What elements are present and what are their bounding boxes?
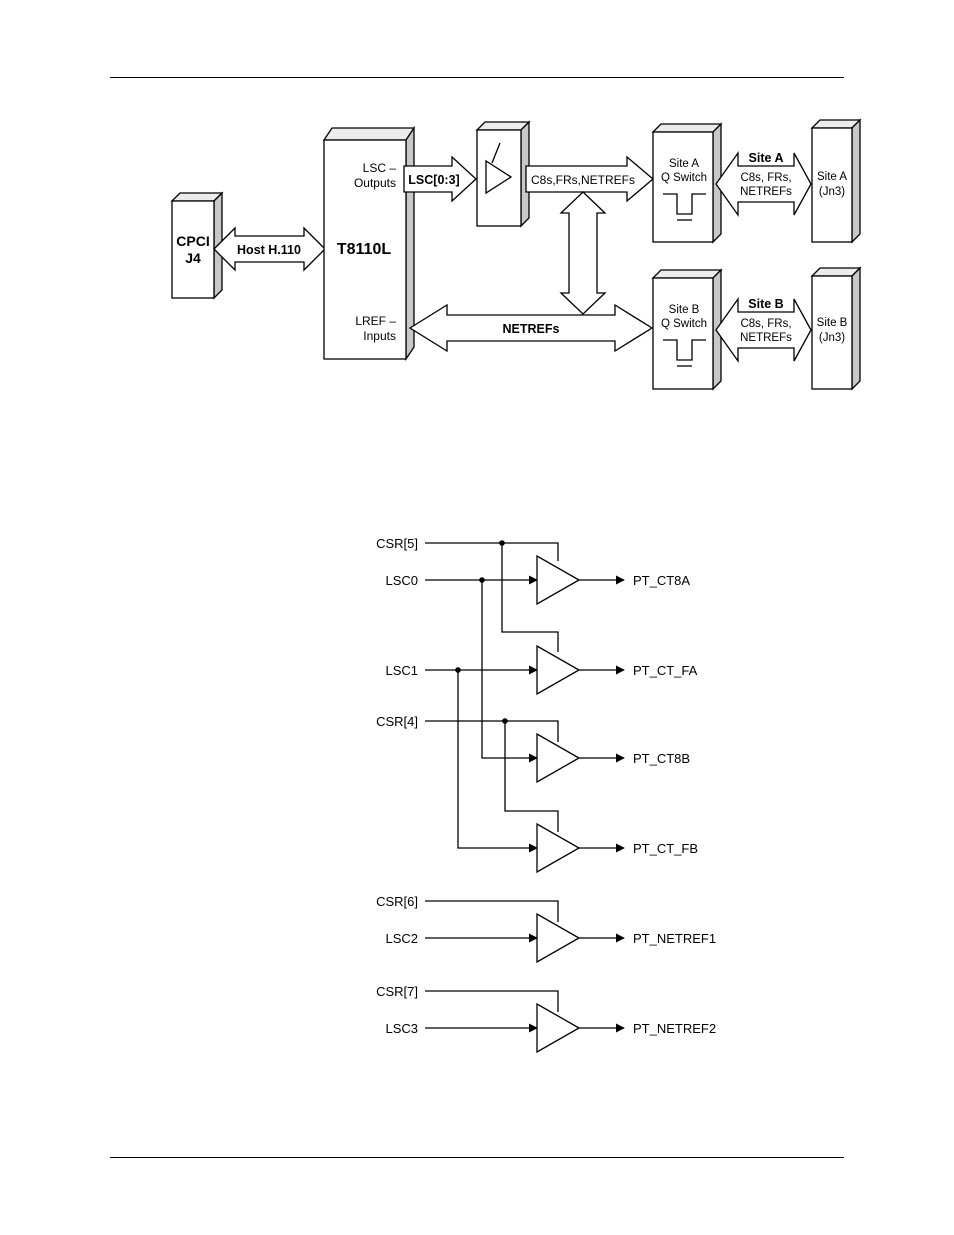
host-h110-label: Host H.110 — [237, 243, 301, 257]
lsc-outputs-label-2: Outputs — [354, 176, 396, 190]
site-b-bus-arrow: Site B C8s, FRs, NETREFs — [716, 297, 811, 361]
input-lsc1-label: LSC1 — [385, 663, 418, 678]
cpci-label: CPCI — [176, 233, 209, 249]
lref-inputs-label-1: LREF – — [355, 314, 396, 328]
host-h110-arrow: Host H.110 — [214, 228, 325, 270]
input-csr6-label: CSR[6] — [376, 894, 418, 909]
buffer-ct-fa — [537, 646, 579, 694]
t8110l-label: T8110L — [337, 241, 391, 258]
output-ct8a-label: PT_CT8A — [633, 573, 690, 588]
site-b-conn-label-1: Site B — [817, 317, 848, 329]
buffer-ct8a — [537, 556, 579, 604]
vertical-link-arrow — [561, 192, 605, 314]
lsc-bus-label: LSC[0:3] — [408, 173, 459, 187]
cpci-j4-block: CPCI J4 — [172, 193, 222, 298]
site-b-qswitch-block: Site B Q Switch — [653, 270, 721, 389]
logic-diagram: CSR[5] LSC0 LSC1 CSR[4] CSR[6] LSC2 CSR[… — [376, 536, 716, 1052]
output-netref2-label: PT_NETREF2 — [633, 1021, 716, 1036]
input-lsc0-label: LSC0 — [385, 573, 418, 588]
site-b-bus-title: Site B — [748, 297, 783, 311]
site-a-conn-label-1: Site A — [817, 171, 847, 183]
buffer-output-arrow: C8s,FRs,NETREFs — [526, 157, 653, 201]
junction-dot — [499, 540, 505, 546]
site-a-switch-label-2: Q Switch — [661, 172, 707, 184]
buffer-block — [477, 122, 529, 226]
output-ct8b-label: PT_CT8B — [633, 751, 690, 766]
lsc0-branch-wire — [482, 580, 537, 758]
input-csr5-label: CSR[5] — [376, 536, 418, 551]
csr4-branch-wire — [505, 721, 558, 832]
junction-dot — [479, 577, 485, 583]
site-a-bus-title: Site A — [749, 151, 784, 165]
site-a-switch-label-1: Site A — [669, 158, 699, 170]
site-a-connector-block: Site A (Jn3) — [812, 120, 860, 242]
lsc-outputs-label-1: LSC – — [363, 161, 397, 175]
netrefs-arrow: NETREFs — [410, 305, 652, 351]
lsc-bus-arrow: LSC[0:3] — [404, 157, 476, 201]
netrefs-label: NETREFs — [503, 322, 560, 336]
site-b-bus-line1: C8s, FRs, — [740, 318, 791, 330]
site-b-switch-label-2: Q Switch — [661, 318, 707, 330]
site-a-bus-arrow: Site A C8s, FRs, NETREFs — [716, 151, 811, 215]
input-csr7-label: CSR[7] — [376, 984, 418, 999]
lsc1-branch-wire — [458, 670, 537, 848]
output-ct-fa-label: PT_CT_FA — [633, 663, 698, 678]
site-a-qswitch-block: Site A Q Switch — [653, 124, 721, 242]
junction-dot — [502, 718, 508, 724]
block-diagram: CPCI J4 Host H.110 LSC – Outputs T8110L … — [172, 120, 860, 389]
site-b-switch-label-1: Site B — [669, 304, 700, 316]
site-a-bus-line1: C8s, FRs, — [740, 172, 791, 184]
junction-dot — [455, 667, 461, 673]
j4-label: J4 — [185, 250, 201, 266]
input-lsc2-label: LSC2 — [385, 931, 418, 946]
buffer-output-label: C8s,FRs,NETREFs — [531, 173, 635, 187]
site-a-conn-label-2: (Jn3) — [819, 186, 845, 198]
site-b-bus-line2: NETREFs — [740, 332, 792, 344]
t8110l-block: LSC – Outputs T8110L LREF – Inputs — [324, 128, 414, 359]
output-netref1-label: PT_NETREF1 — [633, 931, 716, 946]
lref-inputs-label-2: Inputs — [363, 329, 396, 343]
input-csr4-label: CSR[4] — [376, 714, 418, 729]
output-ct-fb-label: PT_CT_FB — [633, 841, 698, 856]
site-b-connector-block: Site B (Jn3) — [812, 268, 860, 389]
site-b-conn-label-2: (Jn3) — [819, 332, 845, 344]
input-lsc3-label: LSC3 — [385, 1021, 418, 1036]
site-a-bus-line2: NETREFs — [740, 186, 792, 198]
